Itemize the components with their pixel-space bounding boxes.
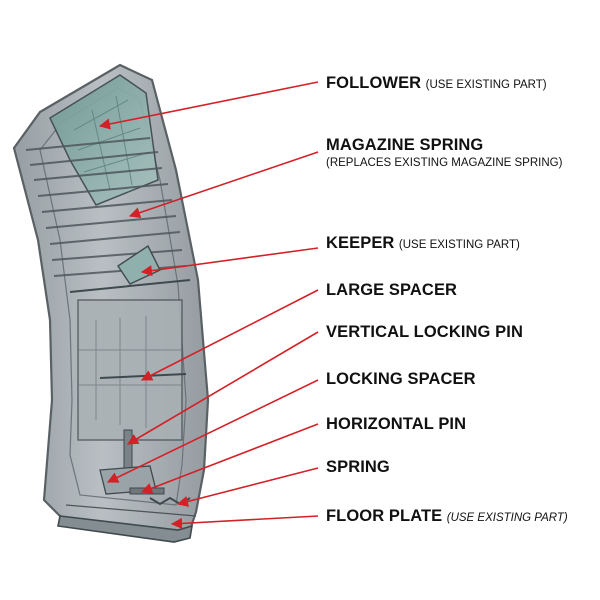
label-horizontal-pin: HORIZONTAL PIN	[326, 415, 466, 434]
label-floor-plate-name: FLOOR PLATE	[326, 507, 443, 525]
horizontal-pin-part	[129, 487, 165, 495]
label-vertical-locking-pin: VERTICAL LOCKING PIN	[326, 323, 523, 342]
arrow-locking-spacer	[106, 379, 319, 483]
label-large-spacer: LARGE SPACER	[326, 281, 457, 300]
label-spring-name: SPRING	[326, 458, 390, 476]
label-vertical-locking-pin-name: VERTICAL LOCKING PIN	[326, 323, 523, 341]
label-follower-note: (USE EXISTING PART)	[425, 79, 547, 91]
arrow-vertical-locking-pin	[127, 331, 319, 445]
arrow-floor-plate	[170, 515, 319, 530]
label-horizontal-pin-name: HORIZONTAL PIN	[326, 415, 467, 433]
label-keeper-name: KEEPER	[326, 234, 395, 252]
label-floor-plate: FLOOR PLATE (USE EXISTING PART)	[326, 507, 568, 526]
label-magazine-spring: MAGAZINE SPRING (REPLACES EXISTING MAGAZ…	[326, 136, 562, 169]
label-magazine-spring-note: (REPLACES EXISTING MAGAZINE SPRING)	[326, 157, 563, 169]
label-large-spacer-name: LARGE SPACER	[326, 281, 458, 299]
arrow-magazine-spring	[128, 151, 319, 219]
label-locking-spacer: LOCKING SPACER	[326, 370, 476, 389]
magazine-illustration	[12, 63, 210, 543]
label-follower-name: FOLLOWER	[326, 74, 422, 92]
label-follower: FOLLOWER (USE EXISTING PART)	[326, 74, 547, 93]
label-spring: SPRING	[326, 458, 390, 477]
label-floor-plate-note: (USE EXISTING PART)	[446, 512, 568, 524]
label-magazine-spring-name: MAGAZINE SPRING	[326, 136, 484, 154]
label-keeper: KEEPER (USE EXISTING PART)	[326, 234, 520, 253]
label-keeper-note: (USE EXISTING PART)	[398, 239, 520, 251]
large-spacer-part	[77, 299, 183, 441]
arrow-large-spacer	[141, 289, 319, 381]
arrow-spring	[176, 467, 319, 507]
magazine-spring-coils	[25, 137, 187, 277]
arrow-follower	[98, 81, 319, 130]
floor-plate-part	[57, 515, 193, 543]
arrow-horizontal-pin	[140, 423, 319, 494]
callout-arrows	[98, 81, 319, 530]
label-locking-spacer-name: LOCKING SPACER	[326, 370, 476, 388]
arrow-keeper	[140, 247, 319, 277]
